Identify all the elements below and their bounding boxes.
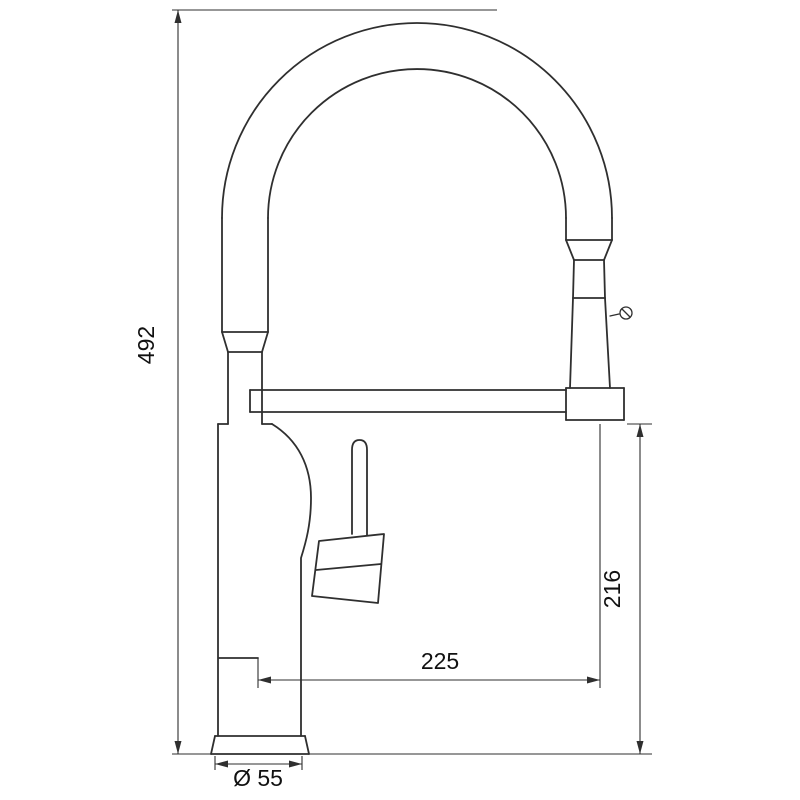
dim-label-spout-reach: 225 (421, 648, 459, 674)
dimension-spout-reach: 225 (257, 424, 601, 688)
dimension-sprayer-height: 216 (599, 423, 652, 754)
dim-label-base-diameter: Ø 55 (233, 765, 283, 791)
hose-arch (221, 22, 613, 333)
base-flange (210, 735, 310, 755)
dimension-overall-height: 492 (133, 9, 497, 754)
dim-label-sprayer-height: 216 (599, 570, 625, 608)
spray-head (565, 239, 625, 421)
hose-coupler (217, 331, 273, 425)
faucet-body (217, 423, 312, 737)
set-screw-icon (609, 306, 633, 320)
spout-arm (249, 389, 567, 413)
handle-lever (311, 439, 385, 604)
dim-label-overall-height: 492 (133, 326, 159, 364)
dimension-base-diameter: Ø 55 (214, 756, 303, 791)
